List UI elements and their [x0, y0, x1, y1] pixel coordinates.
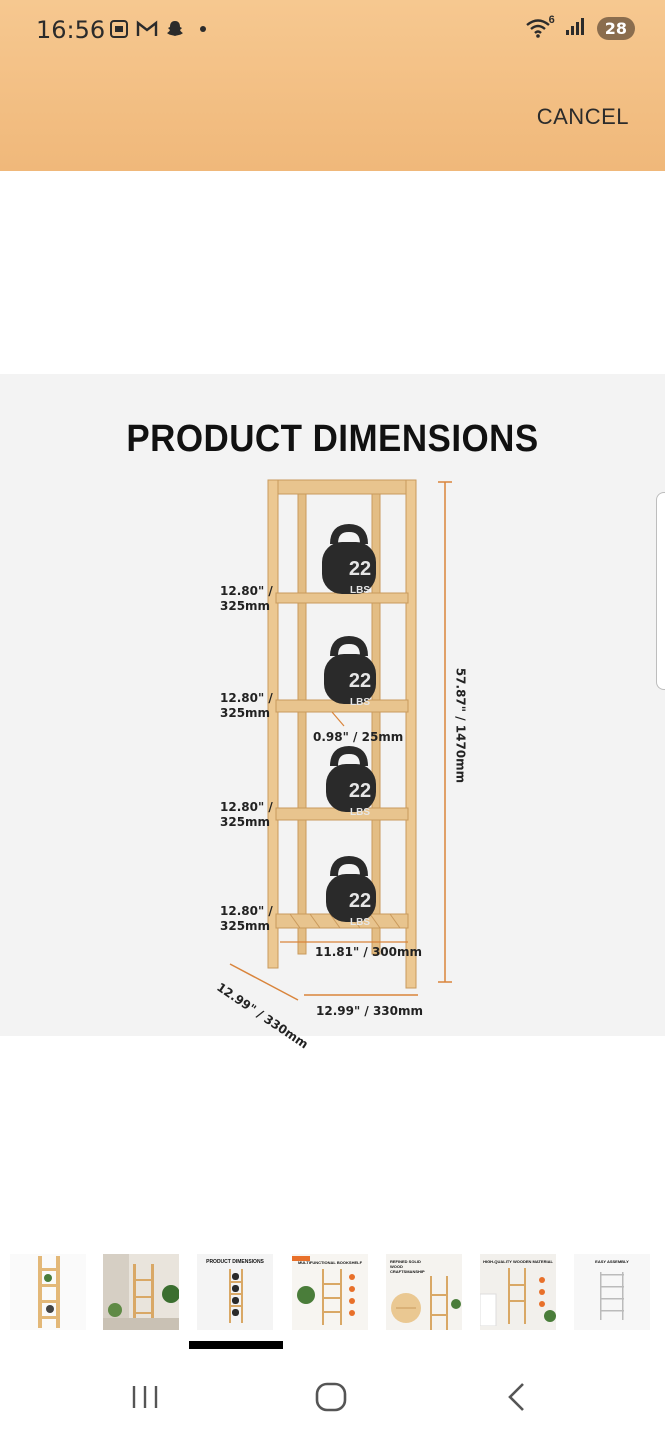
home-icon [315, 1382, 347, 1412]
recent-apps-icon [132, 1386, 158, 1408]
thumbnail-strip: PRODUCT DIMENSIONS MULTIFUNCTIONAL BOOKS… [0, 1254, 665, 1334]
inner-width-label: 11.81" / 300mm [315, 945, 423, 959]
kettlebell-3 [326, 745, 376, 812]
thumb-easy-assembly[interactable]: EASY ASSEMBLY [574, 1254, 650, 1330]
height-arrow [438, 481, 452, 983]
tier-height-label-1: 12.80" /325mm [220, 584, 273, 613]
thumb-product-dimensions[interactable]: PRODUCT DIMENSIONS [197, 1254, 273, 1330]
recent-apps-button[interactable] [115, 1372, 175, 1422]
tier-height-label-3: 12.80" /325mm [220, 800, 273, 829]
dot-icon [192, 18, 214, 40]
notification-icons [108, 18, 214, 40]
total-height-label: 57.87" / 1470mm [453, 667, 468, 784]
side-scroll-handle[interactable] [656, 492, 665, 690]
wifi-badge: 6 [548, 13, 555, 26]
kettlebell-2 [324, 635, 376, 704]
home-button[interactable] [301, 1372, 361, 1422]
slat-arrow [331, 711, 345, 727]
tier-height-label-2: 12.80" /325mm [220, 691, 273, 720]
system-status-icons: 6 28 [525, 14, 635, 41]
brand-badge [292, 1256, 310, 1261]
snapchat-icon [164, 18, 186, 40]
thumb-multifunctional[interactable]: MULTIFUNCTIONAL BOOKSHELF [292, 1254, 368, 1330]
thumb-shelf-room[interactable] [103, 1254, 179, 1330]
selected-thumbnail-indicator [189, 1341, 283, 1349]
system-navigation-bar [0, 1350, 665, 1440]
screenshot-icon [108, 18, 130, 40]
tier-height-label-4: 12.80" /325mm [220, 904, 273, 933]
back-button[interactable] [487, 1372, 547, 1422]
kettlebell-4 [326, 855, 376, 922]
shelf-dimension-diagram [229, 479, 452, 1001]
cancel-button[interactable]: CANCEL [536, 104, 629, 129]
depth-arrow [229, 963, 299, 1001]
back-icon [508, 1383, 524, 1411]
battery-indicator: 28 [596, 17, 635, 40]
kettlebell-1 [322, 523, 376, 594]
thumb-wooden-material[interactable]: HIGH-QUALITY WOODEN MATERIAL [480, 1254, 556, 1330]
product-dimensions-title: PRODUCT DIMENSIONS [126, 418, 539, 460]
thumb-craftsmanship[interactable]: REFINED SOLID WOOD CRAFTSMANSHIP [386, 1254, 462, 1330]
app-header: 16:56 6 28 CANCEL [0, 0, 665, 171]
signal-icon [565, 16, 587, 41]
slat-thickness-label: 0.98" / 25mm [313, 730, 404, 744]
status-time: 16:56 [36, 16, 106, 44]
width-label: 12.99" / 330mm [316, 1004, 424, 1018]
thumb-shelf-front[interactable] [10, 1254, 86, 1330]
wifi-icon: 6 [525, 14, 555, 40]
gmail-icon [136, 18, 158, 40]
